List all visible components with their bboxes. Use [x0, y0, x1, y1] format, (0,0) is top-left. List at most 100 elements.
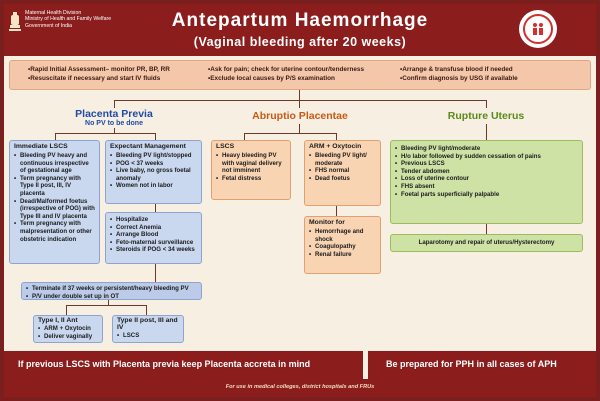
- list-item: Arrange Blood: [110, 231, 198, 239]
- list-item: Foetal parts superficially palpable: [395, 191, 579, 199]
- list-item: Deliver vaginally: [38, 333, 99, 341]
- ministry-line: Government of India: [25, 22, 73, 29]
- list-item: Tender abdomen: [395, 168, 579, 176]
- assessment-item: Resuscitate if necessary and start IV fl…: [28, 74, 170, 83]
- box-heading: Type I, II Ant: [38, 317, 78, 324]
- list-item: Renal failure: [309, 251, 377, 259]
- box-heading: Expectant Management: [110, 143, 186, 150]
- connector-rupture: [486, 100, 487, 108]
- pph-note: Be prepared for PPH in all cases of APH: [386, 359, 557, 369]
- connector-type1: [66, 305, 67, 315]
- connector-immediate: [55, 133, 56, 140]
- connector-expectant: [155, 133, 156, 140]
- previa-title: Placenta Previa: [75, 108, 153, 120]
- accreta-note: If previous LSCS with Placenta previa ke…: [18, 359, 311, 369]
- list-item: Bleeding PV light/moderate: [395, 145, 579, 153]
- connector-abruptio-split: [244, 133, 336, 134]
- list-item: Steroids if POG < 34 weeks: [110, 246, 198, 254]
- connector-main-horizontal: [114, 100, 486, 101]
- page-subtitle: (Vaginal bleeding after 20 weeks): [193, 35, 407, 49]
- connector-previa-split: [55, 133, 155, 134]
- connector-abr-arm: [336, 133, 337, 140]
- header-bar: [4, 4, 596, 56]
- assessment-item: Arrange & transfuse blood if needed: [400, 65, 518, 74]
- box-heading: Monitor for: [309, 219, 345, 226]
- hospital-care-box: Hospitalize Correct Anemia Arrange Blood…: [105, 212, 202, 264]
- list-item: ARM + Oxytocin: [38, 325, 99, 333]
- list-item: Term pregnancy with Type II post, III, I…: [14, 175, 96, 198]
- list-item: Women not in labor: [110, 182, 198, 190]
- connector-terminate: [155, 264, 156, 282]
- abruptio-lscs-box: LSCS Heavy bleeding PV with vaginal deli…: [211, 140, 291, 200]
- box-heading: Type II post, III and IV: [117, 317, 178, 331]
- list-item: Hemorrhage and shock: [309, 228, 377, 243]
- previa-subtitle: No PV to be done: [85, 120, 143, 127]
- connector-abruptio: [299, 100, 300, 108]
- assessment-item: Ask for pain; check for uterine contour/…: [208, 65, 364, 74]
- list-item: Heavy bleeding PV with vaginal delivery …: [216, 152, 287, 175]
- list-item: POG < 37 weeks: [110, 160, 198, 168]
- assessment-column: Arrange & transfuse blood if needed Conf…: [400, 65, 518, 83]
- ministry-text: Maternal Health Division Ministry of Hea…: [25, 10, 111, 29]
- immediate-lscs-box: Immediate LSCS Bleeding PV heavy and con…: [9, 140, 100, 264]
- connector-type2: [146, 305, 147, 315]
- bottom-separator: [363, 351, 368, 379]
- connector-type-stem: [108, 300, 109, 306]
- footer-note: For use in medical colleges, district ho…: [4, 379, 596, 397]
- list-item: Hospitalize: [110, 216, 198, 224]
- list-item: Bleeding PV heavy and continuous irrespe…: [14, 152, 96, 175]
- initial-assessment-box: Rapid Initial Assessment– monitor PR, BP…: [9, 60, 591, 90]
- assessment-column: Rapid Initial Assessment– monitor PR, BP…: [28, 65, 170, 83]
- connector-rupture-stem: [486, 124, 487, 140]
- rupture-title: Rupture Uterus: [447, 110, 525, 122]
- list-item: Bleeding PV light/stopped: [110, 152, 198, 160]
- list-item: FHS absent: [395, 183, 579, 191]
- box-heading: LSCS: [216, 143, 235, 150]
- page-title: Antepartum Haemorrhage: [171, 10, 429, 31]
- list-item: Terminate if 37 weeks or persistent/heav…: [26, 285, 198, 293]
- list-item: H/o labor followed by sudden cessation o…: [395, 153, 579, 161]
- connector-rupture-action: [486, 224, 487, 234]
- box-heading: Immediate LSCS: [14, 143, 68, 150]
- list-item: Feto-maternal surveillance: [110, 239, 198, 247]
- assessment-item: Rapid Initial Assessment– monitor PR, BP…: [28, 65, 170, 74]
- list-item: Bleeding PV light/ moderate: [309, 152, 377, 167]
- connector-abr-lscs: [244, 133, 245, 140]
- ministry-line: Maternal Health Division: [25, 10, 82, 16]
- list-item: Fetal distress: [216, 175, 287, 183]
- list-item: FHS normal: [309, 167, 377, 175]
- connector-monitor: [336, 206, 337, 216]
- type-iii-iv-box: Type II post, III and IV LSCS: [112, 315, 184, 343]
- ministry-line: Ministry of Health and Family Welfare: [25, 16, 112, 23]
- list-item: Previous LSCS: [395, 160, 579, 168]
- list-item: Dead/Malformed foetus (irrespective of P…: [14, 198, 96, 221]
- box-heading: ARM + Oxytocin: [309, 143, 362, 150]
- list-item: Correct Anemia: [110, 224, 198, 232]
- list-item: Coagulopathy: [309, 243, 377, 251]
- connector-main-down: [299, 90, 300, 100]
- national-emblem-icon: [9, 12, 21, 31]
- nhm-logo-icon: [519, 10, 557, 48]
- terminate-box: Terminate if 37 weeks or persistent/heav…: [21, 282, 202, 300]
- list-item: Term pregnancy with malpresentation or o…: [14, 220, 96, 243]
- list-item: P/V under double set up in OT: [26, 293, 198, 301]
- list-item: Loss of uterine contour: [395, 175, 579, 183]
- arm-oxytocin-box: ARM + Oxytocin Bleeding PV light/ modera…: [304, 140, 381, 206]
- connector-previa: [114, 100, 115, 108]
- connector-previa-stem: [114, 128, 115, 134]
- rupture-action-box: Laparotomy and repair of uterus/Hysterec…: [390, 234, 583, 252]
- list-item: LSCS: [117, 332, 180, 340]
- list-item: Live baby, no gross foetal anomaly: [110, 167, 198, 182]
- assessment-item: Confirm diagnosis by USG if available: [400, 74, 517, 83]
- list-item: Dead foetus: [309, 175, 377, 183]
- rupture-signs-box: Bleeding PV light/moderate H/o labor fol…: [390, 140, 583, 224]
- expectant-management-box: Expectant Management Bleeding PV light/s…: [105, 140, 202, 204]
- bottom-notes-bar: If previous LSCS with Placenta previa ke…: [4, 351, 596, 379]
- assessment-column: Ask for pain; check for uterine contour/…: [208, 65, 364, 83]
- abruptio-title: Abruptio Placentae: [252, 110, 348, 122]
- assessment-item: Exclude local causes by P/S examination: [208, 74, 364, 83]
- monitor-box: Monitor for Hemorrhage and shock Coagulo…: [304, 216, 381, 274]
- type-i-ii-box: Type I, II Ant ARM + Oxytocin Deliver va…: [33, 315, 103, 343]
- connector-care: [155, 204, 156, 212]
- connector-abruptio-stem: [299, 124, 300, 134]
